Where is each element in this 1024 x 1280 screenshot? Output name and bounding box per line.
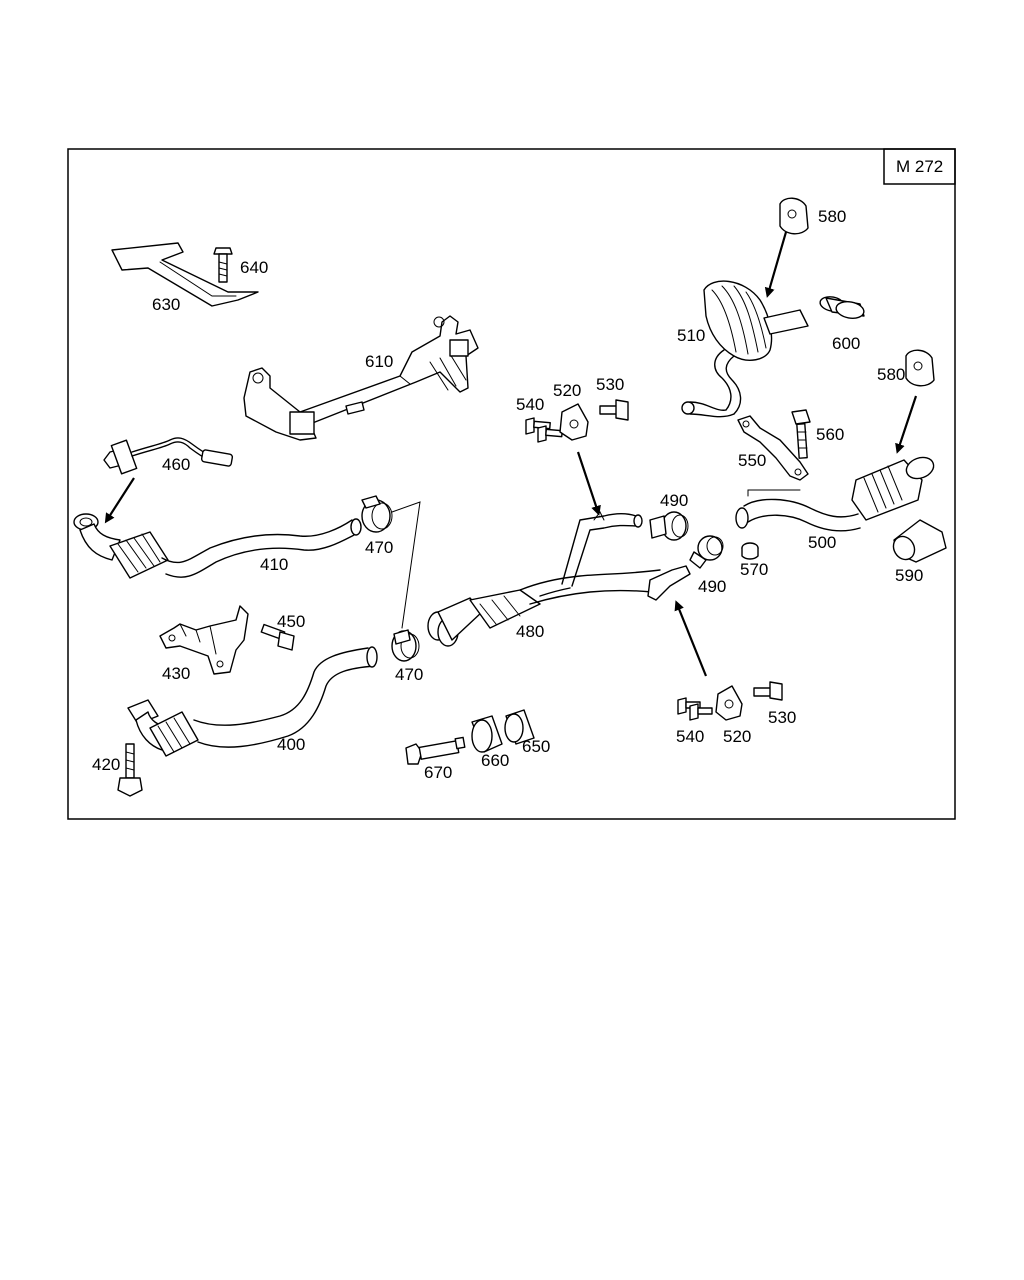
part-590-tail-tip: [892, 519, 947, 563]
part-410-front-pipe: [73, 513, 362, 579]
callout-450: 450: [277, 612, 305, 631]
part-450-bolt: [260, 623, 295, 651]
callout-490-lower: 490: [698, 577, 726, 596]
part-490-clamp-lower: [689, 535, 724, 569]
part-640-bolt: [213, 247, 233, 283]
part-610-crossmember: [243, 315, 479, 441]
callout-430: 430: [162, 664, 190, 683]
callout-560: 560: [816, 425, 844, 444]
callout-550: 550: [738, 451, 766, 470]
part-400-front-pipe: [127, 646, 378, 757]
callout-520-upper: 520: [553, 381, 581, 400]
callout-540-lower: 540: [676, 727, 704, 746]
callout-640: 640: [240, 258, 268, 277]
callout-650: 650: [522, 737, 550, 756]
part-540-bolts-upper: [525, 417, 563, 443]
part-500-rear-muffler: [735, 456, 935, 532]
callout-470-lower: 470: [395, 665, 423, 684]
callout-500: 500: [808, 533, 836, 552]
part-570-grommet: [741, 542, 759, 560]
part-600-tail-tip: [819, 296, 865, 319]
part-580-hanger-upper: [779, 197, 809, 235]
part-480-y-pipe: [427, 511, 691, 647]
callout-490-upper: 490: [660, 491, 688, 510]
part-530-bolt-lower: [753, 681, 783, 701]
callout-530-upper: 530: [596, 375, 624, 394]
callout-590: 590: [895, 566, 923, 585]
callout-410: 410: [260, 555, 288, 574]
callout-570: 570: [740, 560, 768, 579]
callout-530-lower: 530: [768, 708, 796, 727]
callout-520-lower: 520: [723, 727, 751, 746]
callout-470-upper: 470: [365, 538, 393, 557]
callout-600: 600: [832, 334, 860, 353]
callout-610: 610: [365, 352, 393, 371]
part-460-oxygen-sensor: [103, 437, 234, 475]
callout-420: 420: [92, 755, 120, 774]
callout-460: 460: [162, 455, 190, 474]
part-650-mount: [504, 709, 535, 745]
part-490-clamp-upper: [649, 511, 689, 541]
part-540-bolts-lower: [677, 697, 713, 721]
part-550-bracket: [737, 415, 809, 481]
part-560-bolt: [791, 409, 811, 459]
part-520-hanger-upper: [559, 403, 589, 441]
callout-630: 630: [152, 295, 180, 314]
callout-540-upper: 540: [516, 395, 544, 414]
model-code: M 272: [896, 157, 943, 176]
callout-670: 670: [424, 763, 452, 782]
part-670-bolt: [405, 736, 466, 765]
callout-580-upper: 580: [818, 207, 846, 226]
callout-400: 400: [277, 735, 305, 754]
part-470-clamp-upper: [361, 495, 393, 533]
part-470-clamp-lower: [391, 629, 420, 662]
diagram-frame: [67, 148, 956, 820]
part-530-bolt-upper: [599, 399, 629, 421]
part-520-hanger-lower: [715, 685, 743, 721]
model-code-box: [883, 148, 956, 185]
part-580-hanger-lower: [905, 349, 935, 387]
part-630-bracket: [111, 242, 259, 307]
callout-480: 480: [516, 622, 544, 641]
part-420-bolt: [117, 743, 143, 797]
callout-660: 660: [481, 751, 509, 770]
part-510-center-muffler: [681, 280, 809, 418]
part-660-mount: [471, 715, 503, 753]
part-430-bracket: [159, 605, 249, 675]
callout-580-lower: 580: [877, 365, 905, 384]
callout-510: 510: [677, 326, 705, 345]
